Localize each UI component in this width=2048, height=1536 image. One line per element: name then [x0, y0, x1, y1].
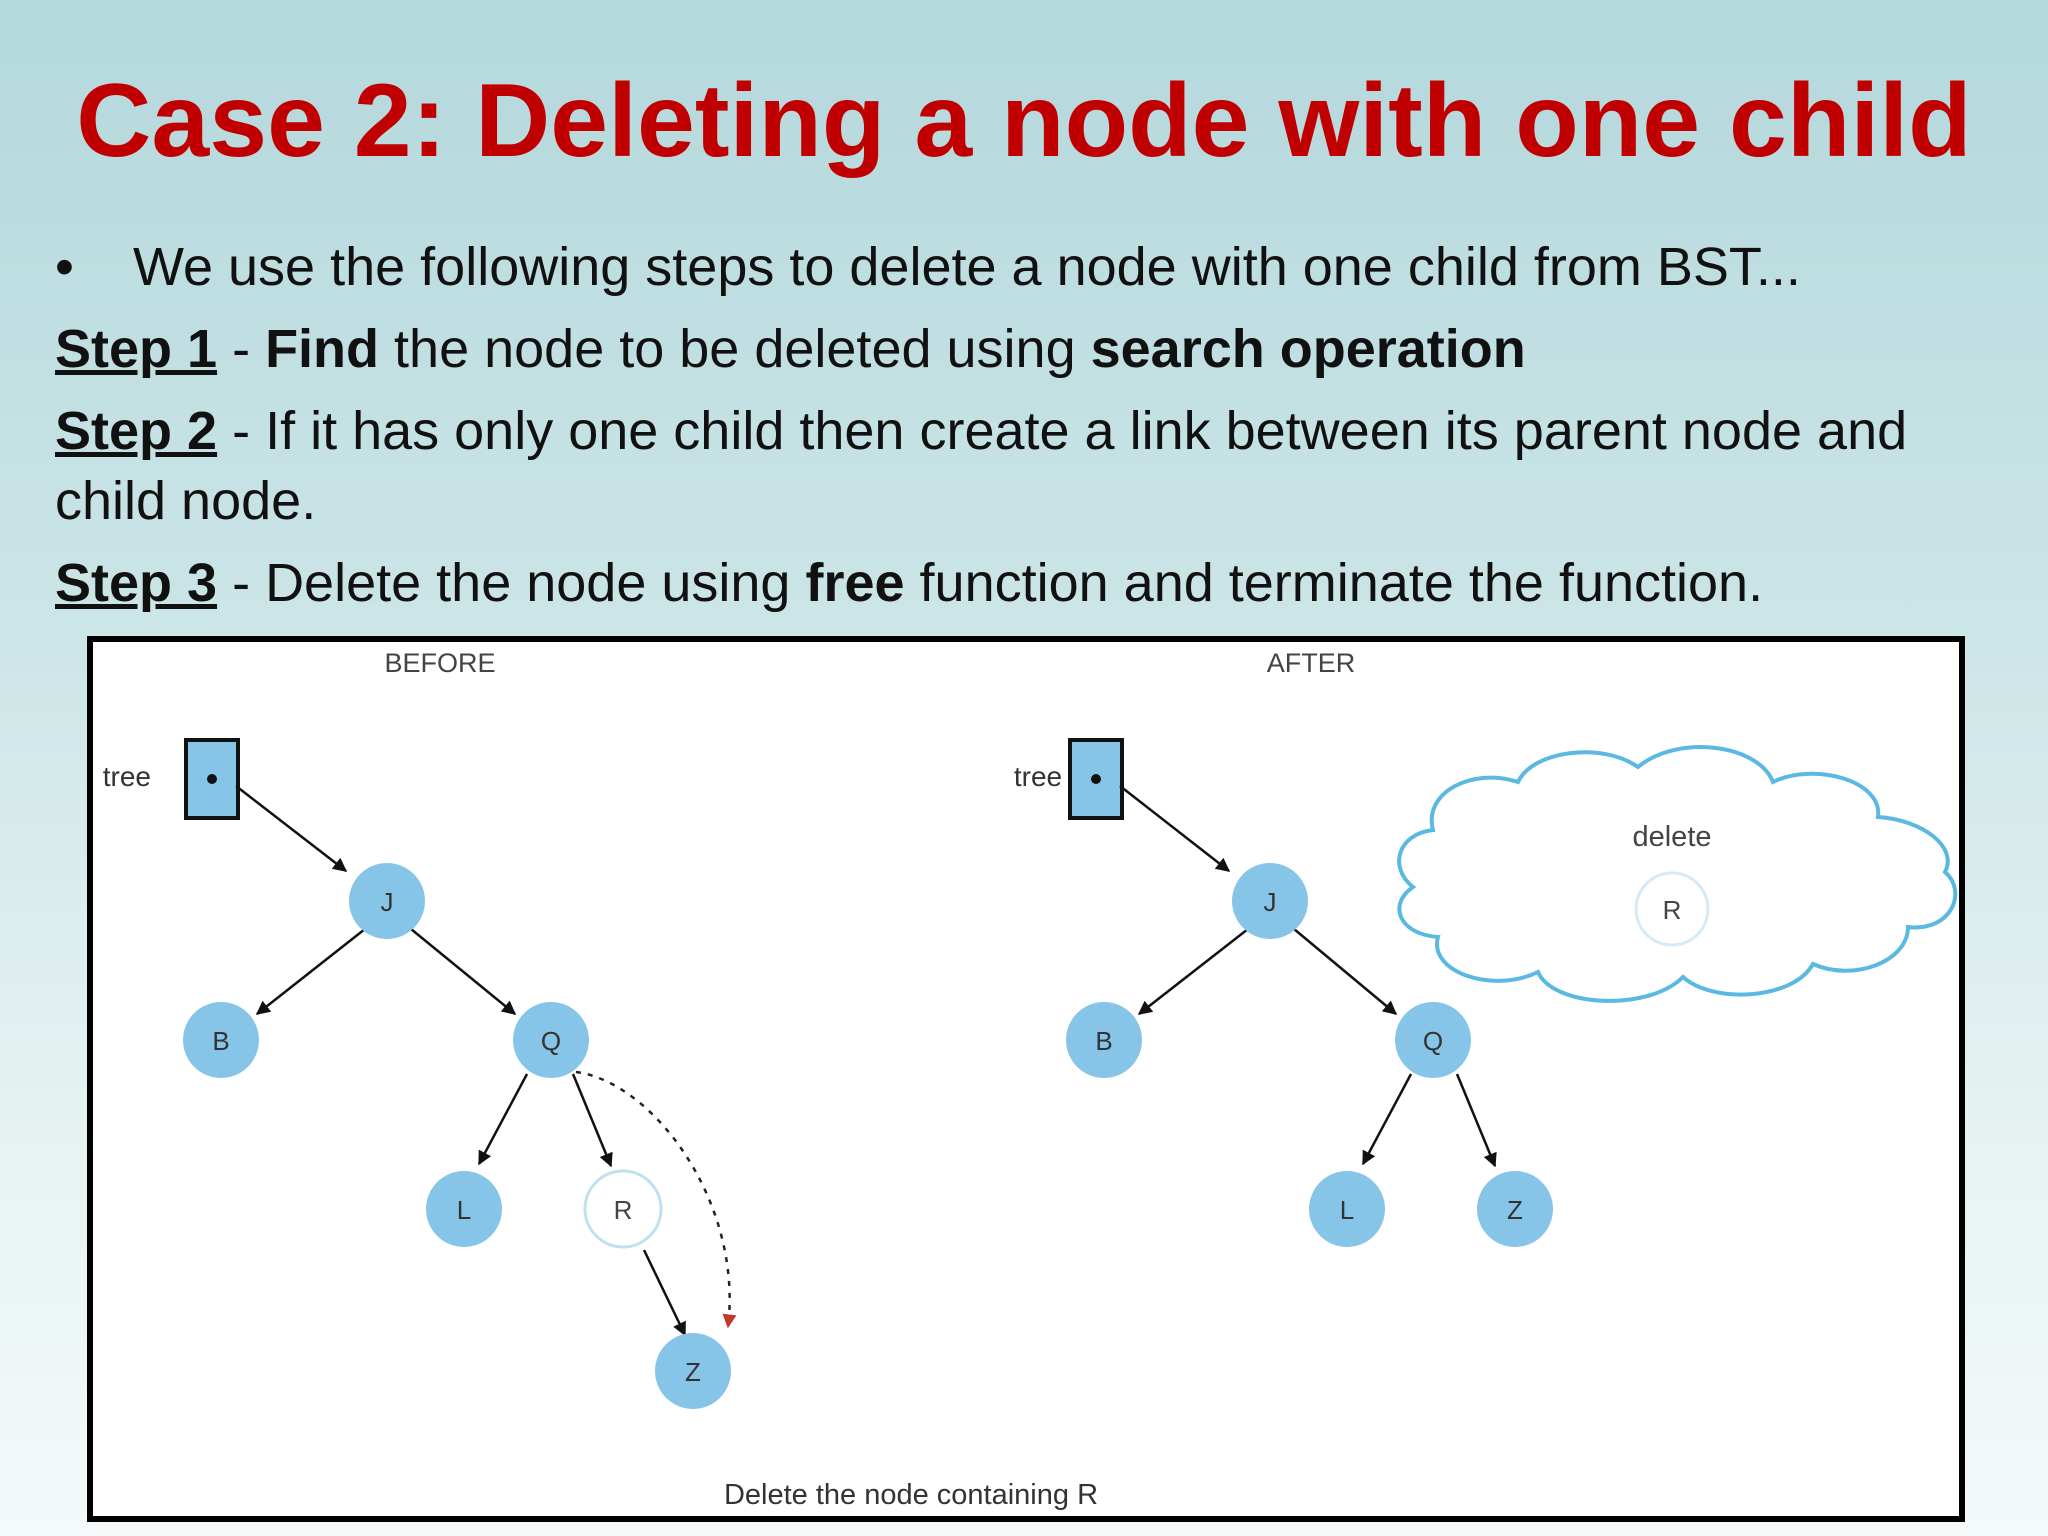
- after-node-j: [1232, 863, 1308, 939]
- before-node-r: [583, 1169, 663, 1249]
- before-edge-j-b: [255, 928, 366, 1015]
- before-node-q: [513, 1002, 589, 1078]
- before-node-z-label: Z: [685, 1357, 701, 1387]
- step-3-sep: -: [217, 553, 266, 613]
- after-node-z-label: Z: [1507, 1195, 1523, 1225]
- before-node-r-label: R: [614, 1195, 633, 1225]
- before-edge-j-q: [410, 928, 517, 1015]
- step-3: Step 3 - Delete the node using free func…: [55, 548, 2005, 618]
- step-2: Step 2 - If it has only one child then c…: [55, 396, 2005, 536]
- after-edge-q-z: [1455, 1073, 1497, 1168]
- after-node-l-label: L: [1340, 1195, 1354, 1225]
- before-node-b: [183, 1002, 259, 1078]
- after-node-q: [1395, 1002, 1471, 1078]
- before-node-z: [655, 1333, 731, 1409]
- slide-body: • We use the following steps to delete a…: [55, 232, 2005, 618]
- before-edge-q-l: [477, 1073, 529, 1166]
- before-tree-pointer-dot: [207, 774, 217, 784]
- before-node-l: [426, 1171, 502, 1247]
- before-node-j: [349, 863, 425, 939]
- before-node-j-label: J: [381, 887, 394, 917]
- bst-diagram: BEFORE AFTER tree J B Q L R Z: [103, 648, 1958, 1511]
- step-3-text-pre: Delete the node using: [265, 553, 806, 613]
- intro-bullet: • We use the following steps to delete a…: [55, 232, 2005, 302]
- before-label: BEFORE: [384, 648, 495, 678]
- before-node-q-label: Q: [541, 1026, 561, 1056]
- before-edge-r-z: [642, 1249, 687, 1337]
- after-node-z: [1477, 1171, 1553, 1247]
- slide-title: Case 2: Deleting a node with one child: [76, 63, 1972, 179]
- before-node-l-label: L: [457, 1195, 471, 1225]
- after-node-q-label: Q: [1423, 1026, 1443, 1056]
- after-edge-j-b: [1137, 928, 1249, 1015]
- after-tree: tree J B Q L Z: [1014, 738, 1553, 1247]
- step-1: Step 1 - Find the node to be deleted usi…: [55, 314, 2005, 384]
- after-node-j-label: J: [1264, 887, 1277, 917]
- after-node-b-label: B: [1095, 1026, 1112, 1056]
- after-edge-q-l: [1361, 1073, 1413, 1166]
- after-node-l: [1309, 1171, 1385, 1247]
- before-edge-q-r: [571, 1073, 613, 1168]
- step-3-label: Step 3: [55, 553, 218, 613]
- intro-text: We use the following steps to delete a n…: [133, 237, 1801, 297]
- after-tree-pointer-label: tree: [1014, 761, 1062, 792]
- step-3-text-post: function and terminate the function.: [904, 553, 1764, 613]
- step-2-label: Step 2: [55, 401, 218, 461]
- bst-deletion-figure: BEFORE AFTER tree J B Q L R Z: [87, 636, 1965, 1522]
- step-1-bold-find: Find: [265, 319, 380, 379]
- figure-caption: Delete the node containing R: [724, 1479, 1098, 1511]
- before-edge-tree-j: [235, 785, 348, 872]
- deleted-node-r: [1634, 871, 1710, 947]
- step-1-text: the node to be deleted using: [379, 319, 1091, 379]
- bullet-icon: •: [55, 237, 74, 297]
- after-node-b: [1066, 1002, 1142, 1078]
- before-tree-pointer-box: [184, 738, 240, 820]
- after-label: AFTER: [1267, 648, 1356, 678]
- before-tree-pointer-label: tree: [103, 761, 151, 792]
- after-edge-j-q: [1293, 928, 1398, 1015]
- step-1-label: Step 1: [55, 319, 218, 379]
- step-1-sep: -: [217, 319, 266, 379]
- before-node-b-label: B: [212, 1026, 229, 1056]
- after-edge-tree-j: [1119, 785, 1231, 872]
- step-2-sep: -: [217, 401, 266, 461]
- before-tree: tree J B Q L R Z: [103, 738, 737, 1409]
- after-tree-pointer-dot: [1091, 774, 1101, 784]
- deleted-node-r-label: R: [1663, 895, 1682, 925]
- step-3-bold-free: free: [805, 553, 905, 613]
- step-1-bold-search: search operation: [1090, 319, 1526, 379]
- step-2-text: If it has only one child then create a l…: [55, 401, 1908, 531]
- delete-cloud: delete R: [1397, 745, 1958, 1003]
- delete-label: delete: [1632, 821, 1711, 853]
